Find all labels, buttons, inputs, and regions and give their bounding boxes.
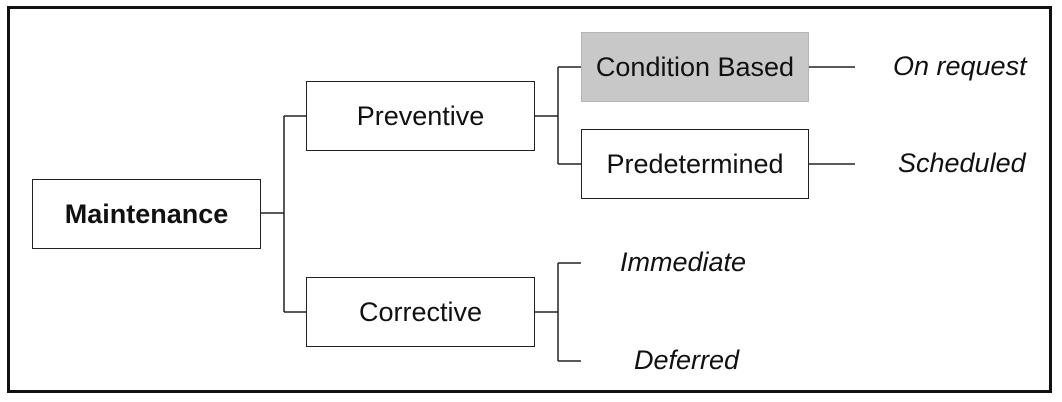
node-condition-based: Condition Based	[581, 32, 809, 102]
node-corrective: Corrective	[306, 277, 535, 347]
node-maintenance: Maintenance	[32, 179, 261, 249]
leaf-deferred: Deferred	[634, 345, 740, 375]
note-on-request: On request	[893, 51, 1027, 81]
node-preventive-label: Preventive	[356, 100, 485, 131]
node-maintenance-label: Maintenance	[64, 198, 229, 229]
leaf-immediate: Immediate	[620, 247, 747, 277]
node-corrective-label: Corrective	[358, 296, 483, 327]
node-preventive: Preventive	[306, 81, 535, 151]
node-condition-based-label: Condition Based	[595, 51, 795, 82]
note-scheduled: Scheduled	[898, 148, 1026, 178]
node-predetermined-label: Predetermined	[606, 148, 784, 179]
node-predetermined: Predetermined	[581, 129, 809, 199]
